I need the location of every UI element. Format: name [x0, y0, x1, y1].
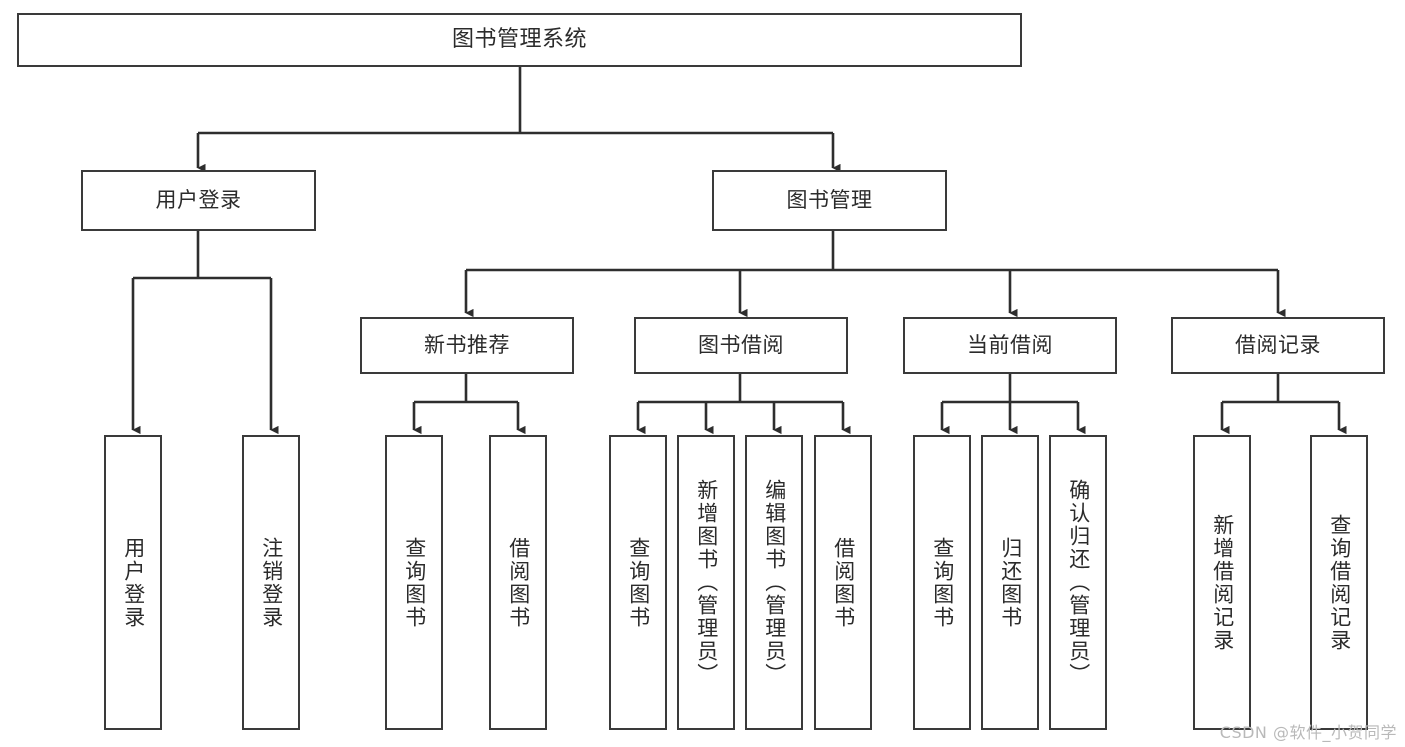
leaf-borrow-book-recommend[interactable]: 借阅图书: [489, 435, 547, 730]
node-label: 借阅图书: [831, 536, 856, 629]
node-current-borrow[interactable]: 当前借阅: [903, 317, 1117, 374]
node-label: 新书推荐: [424, 333, 510, 358]
leaf-return-book[interactable]: 归还图书: [981, 435, 1039, 730]
node-label: 借阅图书: [506, 536, 531, 629]
node-label: 新增借阅记录: [1210, 513, 1235, 652]
node-label: 图书管理: [786, 188, 873, 213]
leaf-add-book-admin[interactable]: 新增图书（管理员）: [677, 435, 735, 730]
node-borrow-record[interactable]: 借阅记录: [1171, 317, 1385, 374]
node-label: 确认归还（管理员）: [1066, 479, 1091, 686]
watermark: CSDN @软件_小贺同学: [1219, 723, 1397, 742]
node-label: 新增图书（管理员）: [694, 479, 719, 686]
leaf-user-login[interactable]: 用户登录: [104, 435, 162, 730]
leaf-query-book-current[interactable]: 查询图书: [913, 435, 971, 730]
leaf-query-book-borrow[interactable]: 查询图书: [609, 435, 667, 730]
node-label: 查询借阅记录: [1327, 513, 1352, 652]
leaf-query-book-recommend[interactable]: 查询图书: [385, 435, 443, 730]
leaf-confirm-return-admin[interactable]: 确认归还（管理员）: [1049, 435, 1107, 730]
node-label: 归还图书: [998, 536, 1023, 629]
node-label: 用户登录: [155, 188, 242, 213]
node-label: 借阅记录: [1235, 333, 1321, 358]
node-label: 注销登录: [259, 536, 284, 629]
node-label: 图书管理系统: [451, 27, 587, 53]
leaf-add-borrow-record[interactable]: 新增借阅记录: [1193, 435, 1251, 730]
node-root-book-management-system[interactable]: 图书管理系统: [17, 13, 1022, 67]
node-label: 查询图书: [402, 536, 427, 629]
leaf-logout-login[interactable]: 注销登录: [242, 435, 300, 730]
node-book-borrow[interactable]: 图书借阅: [634, 317, 848, 374]
leaf-query-borrow-record[interactable]: 查询借阅记录: [1310, 435, 1368, 730]
leaf-borrow-book-borrow[interactable]: 借阅图书: [814, 435, 872, 730]
node-label: 查询图书: [626, 536, 651, 629]
node-label: 查询图书: [930, 536, 955, 629]
node-new-book-recommend[interactable]: 新书推荐: [360, 317, 574, 374]
node-user-login[interactable]: 用户登录: [81, 170, 316, 231]
node-label: 图书借阅: [698, 333, 784, 358]
leaf-edit-book-admin[interactable]: 编辑图书（管理员）: [745, 435, 803, 730]
node-label: 当前借阅: [967, 333, 1053, 358]
node-label: 用户登录: [121, 536, 146, 629]
node-label: 编辑图书（管理员）: [762, 479, 787, 686]
node-book-manage[interactable]: 图书管理: [712, 170, 947, 231]
